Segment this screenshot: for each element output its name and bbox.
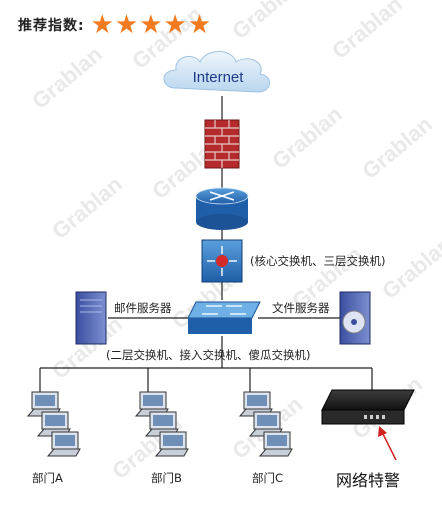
- star-icon: ★: [187, 10, 212, 40]
- star-icon: ★: [163, 10, 187, 40]
- firewall-icon: [204, 119, 240, 169]
- dept-c-label: 部门C: [252, 471, 284, 485]
- core-switch-icon: [201, 239, 243, 283]
- star-icon: ★: [90, 10, 114, 40]
- laptop-icon: [134, 391, 169, 417]
- mail-server-label: 邮件服务器: [114, 301, 172, 315]
- rating-label: 推荐指数:: [18, 18, 85, 34]
- file-server-icon: [339, 291, 371, 345]
- network-alert-device-icon: [321, 389, 415, 425]
- dept-a-label: 部门A: [32, 471, 63, 485]
- laptop-icon: [154, 431, 189, 457]
- alert-device-label: 网络特警: [336, 471, 401, 490]
- laptop-icon: [46, 431, 81, 457]
- internet-label: Internet: [193, 69, 245, 86]
- access-switch-icon: [187, 301, 261, 334]
- laptop-icon: [258, 431, 293, 457]
- file-server-label: 文件服务器: [272, 301, 330, 315]
- star-icon: ★: [114, 10, 139, 40]
- alert-arrow-icon: [378, 426, 397, 461]
- connection-lines: [39, 96, 373, 395]
- dept-b-label: 部门B: [151, 471, 182, 485]
- core-switch-label: (核心交换机、三层交换机): [250, 254, 386, 268]
- laptop-groups: [26, 391, 293, 457]
- mail-server-icon: [75, 291, 107, 345]
- rating: 推荐指数: ★ ★ ★ ★ ★: [18, 10, 212, 40]
- access-switch-label: (二层交换机、接入交换机、傻瓜交换机): [106, 348, 311, 362]
- star-icon: ★: [139, 10, 163, 40]
- laptop-icon: [248, 411, 283, 437]
- internet-cloud-icon: Internet: [163, 51, 270, 93]
- router-icon: [195, 187, 249, 230]
